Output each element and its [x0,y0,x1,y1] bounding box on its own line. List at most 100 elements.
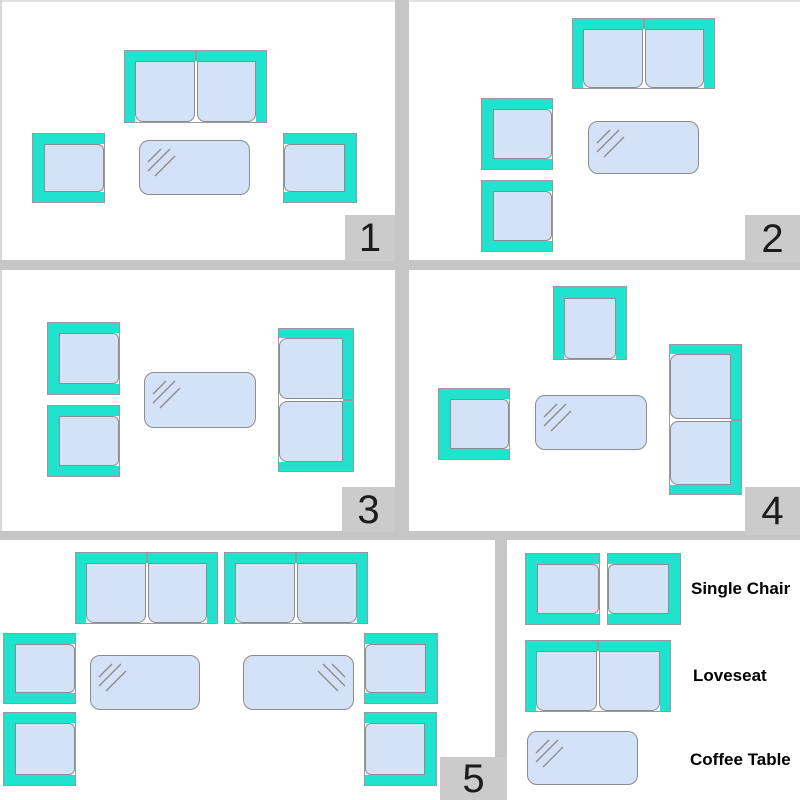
panel-number-box-4: 4 [745,487,800,535]
chair-arm [48,466,119,476]
loveseat-arm [357,553,367,623]
loveseat-arm [279,462,353,471]
chair-back [439,389,450,459]
legend-label-coffee-table: Coffee Table [690,750,791,769]
chair-cushion [493,109,552,159]
chair-arm [284,134,356,144]
chair-arm [48,384,119,394]
legend-label-single-chair: Single Chair [691,579,791,598]
chair-back [425,713,436,785]
loveseat-arm [225,553,235,623]
chair-arm [284,192,356,202]
loveseat [278,328,354,472]
loveseat-seam [194,51,197,61]
loveseat-cushion [644,29,704,88]
loveseat-seam [295,553,297,563]
single-chair [481,98,553,170]
column-divider-bottom [495,531,507,800]
chair-cushion [365,644,426,693]
chair-cushion [564,298,616,359]
single-chair [283,133,357,203]
loveseat-cushion [670,354,731,419]
panel-number: 3 [357,487,380,532]
single-chair [525,553,600,625]
loveseat-arm [660,641,670,711]
loveseat-cushion [536,651,597,711]
chair-arm [482,241,552,251]
loveseat-cushion [86,563,146,623]
single-chair [47,405,120,477]
chair-arm [33,134,104,144]
table-shine-icon [596,129,625,158]
chair-cushion [15,723,75,775]
table-shine-icon [543,403,572,432]
table-shine-icon [317,663,346,692]
chair-arm [365,775,436,785]
coffee-table [588,121,699,174]
loveseat-arm [704,19,714,88]
loveseat-seam [145,553,148,563]
chair-arm [365,634,437,644]
table-shine-icon [147,148,176,177]
panel-number: 5 [462,756,485,800]
chair-back [482,181,493,251]
panel-number: 4 [761,489,784,533]
chair-arm [482,99,552,109]
chair-cushion [59,416,119,466]
loveseat-cushion [670,420,731,485]
loveseat [572,18,715,89]
column-divider-middle [395,260,409,540]
chair-arm [4,713,75,723]
loveseat-cushion [147,563,207,623]
chair-cushion [284,144,345,192]
single-chair [481,180,553,252]
table-shine-icon [535,739,564,768]
chair-cushion [493,191,552,241]
loveseat [525,640,671,712]
loveseat-arm [256,51,266,122]
loveseat-arm [670,485,741,494]
single-chair [438,388,510,460]
chair-back [345,134,356,202]
coffee-table [90,655,200,710]
chair-back [4,713,15,785]
chair-arm [48,323,119,333]
chair-back [526,554,537,624]
chair-back [554,287,626,298]
chair-back [48,406,59,476]
loveseat-cushion [279,338,343,399]
panel-number-box-2: 2 [745,215,800,262]
chair-arm [4,693,75,703]
chair-back [4,634,15,703]
chair-arm [482,181,552,191]
chair-cushion [537,564,599,614]
chair-arm [526,614,599,624]
loveseat-cushion [196,61,256,122]
panel-number: 2 [761,216,784,261]
single-chair [607,553,681,625]
chair-arm [365,713,436,723]
loveseat-seam [343,399,353,401]
loveseat [124,50,267,123]
loveseat [224,552,368,624]
panel-number-box-5: 5 [440,757,507,800]
chair-cushion [15,644,75,693]
coffee-table [243,655,354,710]
loveseat-arm [526,641,536,711]
coffee-table [139,140,250,195]
loveseat-seam [597,641,599,651]
loveseat-arm [207,553,217,623]
single-chair [364,633,438,704]
loveseat-cushion [279,401,343,462]
loveseat-cushion [235,563,295,623]
single-chair [47,322,120,395]
loveseat-cushion [135,61,195,122]
chair-cushion [608,564,669,614]
loveseat-seam [731,418,741,421]
chair-arm [33,192,104,202]
loveseat-cushion [297,563,357,623]
chair-cushion [59,333,119,384]
chair-back [482,99,493,169]
chair-arm [439,389,509,399]
